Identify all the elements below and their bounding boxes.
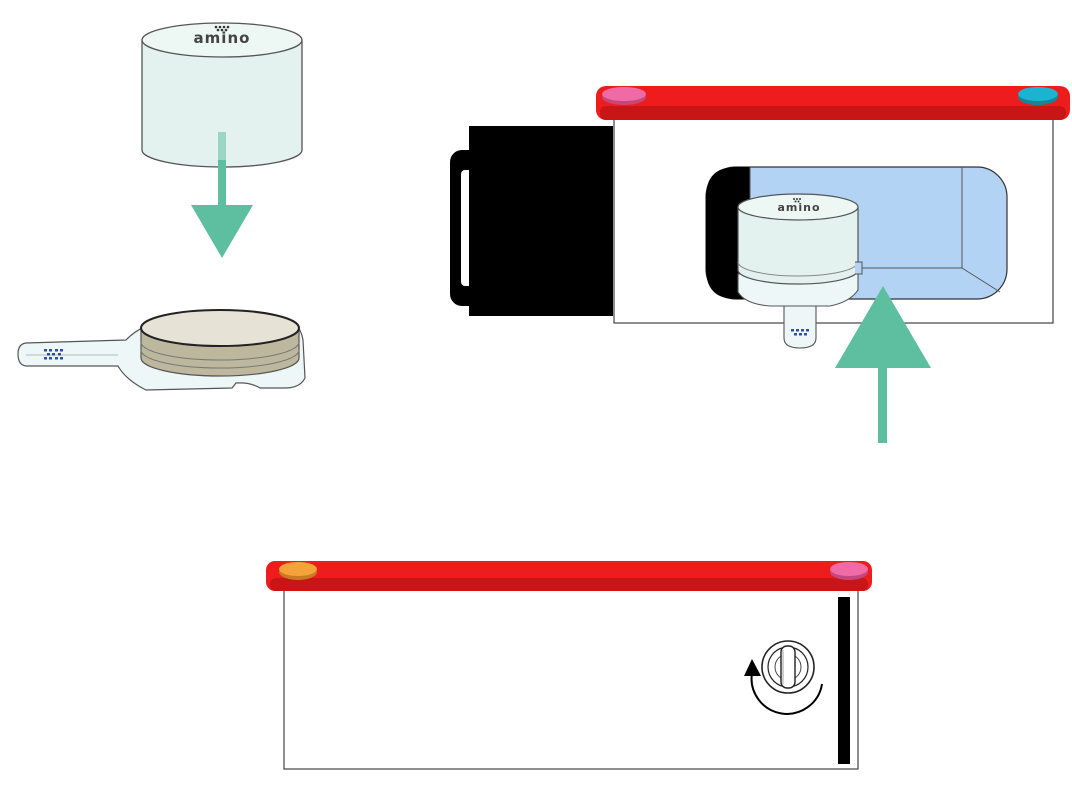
sample-cap: amino <box>141 22 303 168</box>
chamber-side-body <box>283 582 859 770</box>
lid-pin-left <box>602 87 646 105</box>
sample-holder <box>17 309 306 391</box>
step-1-panel: amino <box>17 22 306 391</box>
chamber-lid <box>596 86 1070 120</box>
stem-logo-icon <box>791 329 809 336</box>
inserted-cap-logo-text: amino <box>777 201 820 214</box>
side-lid-pin-right <box>830 562 868 580</box>
dots-logo-icon <box>214 25 230 32</box>
chamber-handle <box>450 126 613 316</box>
up-arrow-icon <box>835 286 931 443</box>
side-door-edge <box>838 597 850 764</box>
step-3-panel <box>266 561 872 770</box>
dots-logo-icon <box>793 198 801 203</box>
holder-logo-icon <box>44 349 63 360</box>
inserted-cap: amino <box>737 193 863 349</box>
rotate-arrow-icon <box>744 659 823 715</box>
step-2-panel: amino <box>450 86 1070 443</box>
cap-logo-text: amino <box>194 29 251 47</box>
down-arrow-icon <box>191 132 253 258</box>
lid-pin-right <box>1018 87 1058 105</box>
knob-icon[interactable] <box>761 640 815 694</box>
sample-disc-stack <box>140 309 300 377</box>
side-lid-pin-left <box>279 562 317 580</box>
chamber-side-lid <box>266 561 872 591</box>
